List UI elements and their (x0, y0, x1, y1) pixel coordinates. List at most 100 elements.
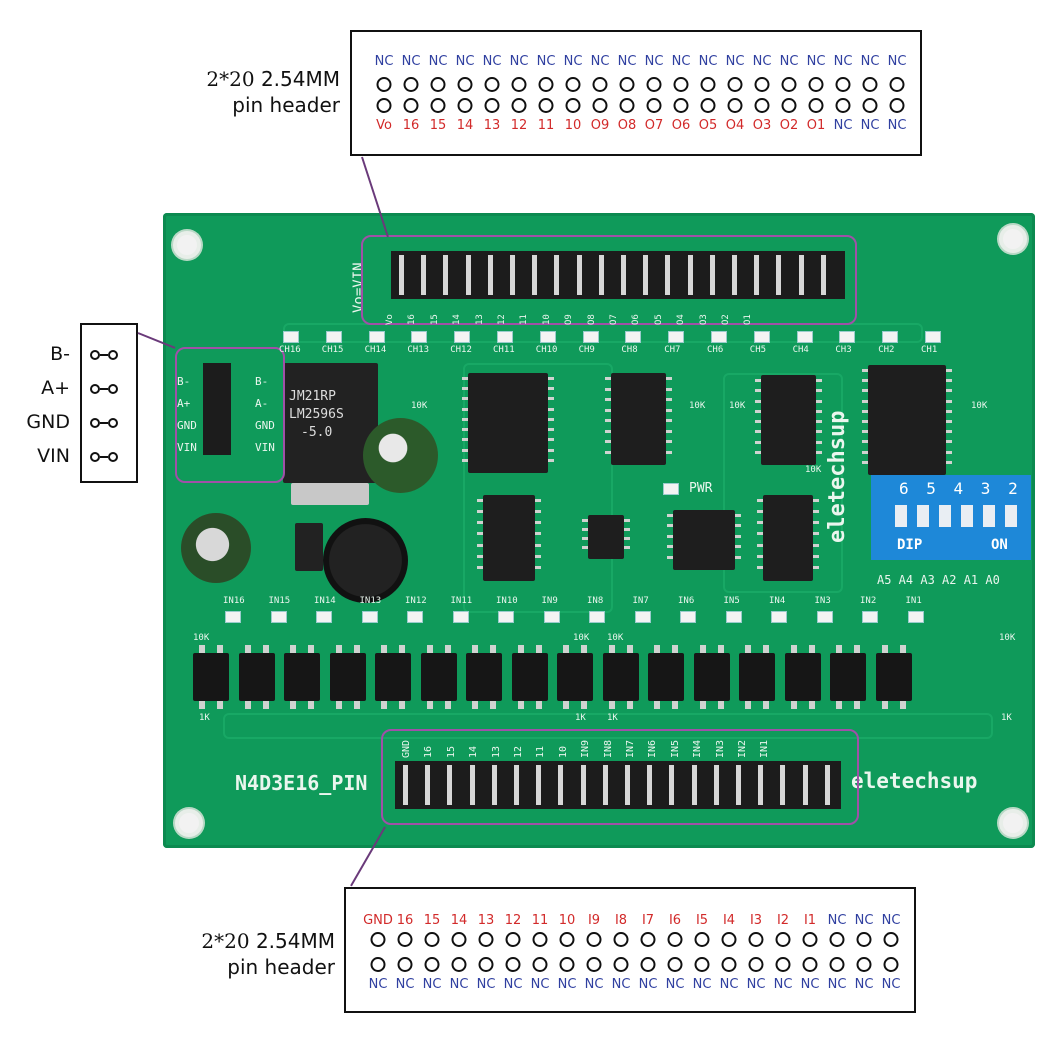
in-label: IN12 (405, 596, 427, 606)
top-caption-line2: pin header (232, 93, 340, 117)
ic-pin (666, 398, 672, 401)
ic-pin (946, 450, 952, 454)
pin-label: NC (611, 977, 631, 992)
dip-switch-lever[interactable] (939, 505, 951, 527)
dip-switch-lever[interactable] (917, 505, 929, 527)
bottom-header-pin-silk: IN1 (759, 739, 771, 758)
board-name: N4D3E16_PIN (235, 771, 368, 795)
pin-label: O9 (590, 118, 610, 133)
ic-pin (816, 450, 822, 454)
rs485-transceiver-ic (588, 515, 624, 559)
opto-pin (672, 701, 678, 709)
header-pin (598, 255, 604, 295)
pin-ring (397, 957, 413, 972)
ic-pin (757, 543, 763, 547)
ic-pin (755, 440, 761, 444)
ic-pin (813, 565, 819, 569)
top-header-pin-silk: O2 (721, 314, 731, 325)
ic-pin (462, 397, 468, 401)
opto-pin (626, 645, 633, 653)
pin-label: NC (590, 54, 610, 69)
pin-ring (451, 957, 467, 972)
pin-ring (748, 957, 764, 972)
diode (295, 523, 323, 571)
output-led (625, 331, 642, 343)
optocoupler (739, 653, 775, 701)
pin-label: NC (854, 977, 874, 992)
pin-label: NC (887, 118, 907, 133)
ic-pin (946, 430, 952, 434)
pin-label: NC (698, 54, 718, 69)
dip-switch-lever[interactable] (983, 505, 995, 527)
top-header-pin-silk: 15 (429, 314, 440, 325)
pin-ring (511, 77, 527, 92)
dip-switch-lever[interactable] (961, 505, 973, 527)
pin-ring (646, 98, 662, 113)
in-label: IN4 (769, 596, 786, 606)
power-inductor (323, 518, 408, 603)
ic-pin (548, 417, 554, 421)
ch-label: CH9 (578, 345, 595, 355)
pin-label: NC (530, 977, 550, 992)
pin-label: I2 (776, 913, 790, 928)
terminal-label-gnd: GND (26, 411, 70, 433)
lm2596-regulator: JM21RP LM2596S -5.0 (283, 363, 378, 483)
opto-pin (381, 701, 387, 709)
pin-label: NC (401, 54, 421, 69)
resistor-label-1k: 1K (575, 713, 586, 723)
ic-pin (757, 565, 763, 569)
output-led (582, 331, 599, 343)
address-dip-switch[interactable]: 6 5 4 3 2 1 DIP ON (871, 475, 1045, 560)
pin-ring (430, 77, 446, 92)
ic-pin (735, 545, 741, 549)
regulator-text-1: JM21RP (289, 389, 336, 404)
pin-ring (700, 77, 716, 92)
header-pin (602, 765, 608, 805)
opto-pin (790, 701, 797, 709)
ch-label: CH12 (450, 345, 472, 355)
pin-label: I9 (587, 913, 601, 928)
ch-label: CH5 (749, 345, 767, 355)
dip-switch-lever[interactable] (895, 505, 907, 527)
terminal-pin-pair (90, 418, 118, 428)
header-pin (732, 255, 737, 295)
dip-switch-lever[interactable] (1005, 505, 1017, 527)
pin-label: 12 (504, 913, 522, 928)
output-led (711, 331, 727, 343)
ic-pin (477, 521, 483, 525)
pin-ring (640, 932, 656, 947)
header-pin (625, 765, 630, 805)
pin-ring (484, 98, 500, 113)
mount-hole-top-right (999, 225, 1027, 253)
pin-ring (370, 932, 386, 947)
pin-ring (640, 957, 656, 972)
header-pin (780, 765, 786, 805)
pin-ring (619, 77, 635, 92)
ic-pin (757, 532, 763, 536)
pin-label: NC (455, 54, 475, 69)
ic-pin (462, 417, 468, 421)
terminal-callout-box (80, 323, 138, 483)
pin-ring (775, 957, 791, 972)
opto-pin (699, 645, 706, 653)
opto-pin (399, 701, 405, 709)
pin-ring (727, 77, 743, 92)
header-pin (820, 255, 826, 295)
ch-label: CH7 (664, 345, 681, 355)
ic-pin (946, 369, 952, 372)
ic-pin (862, 430, 868, 434)
opto-pin (199, 645, 205, 653)
terminal-silk-right: B- (255, 375, 269, 388)
terminal-highlight (175, 347, 285, 483)
opto-pin (654, 701, 660, 709)
pin-ring (478, 932, 494, 947)
optocoupler (420, 653, 457, 701)
ic-pin (813, 532, 819, 536)
pin-ring (619, 98, 635, 113)
pin-label: 10 (558, 913, 576, 928)
terminal-label-b: B- (50, 343, 70, 365)
ic-pin (582, 537, 588, 540)
pin-label: O2 (779, 118, 799, 133)
header-pin (536, 765, 542, 805)
